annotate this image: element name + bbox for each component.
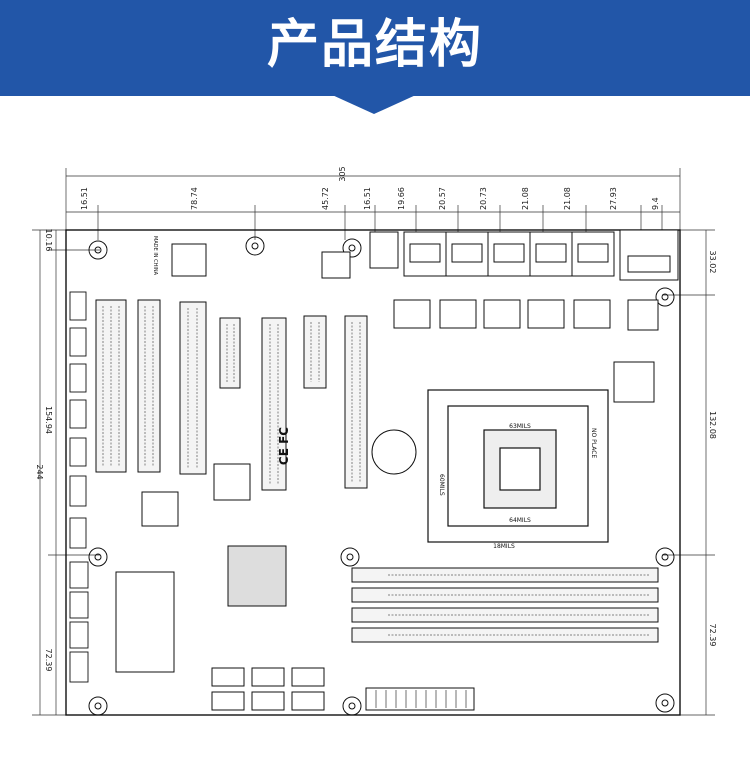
dim-top-seg-2: 78.74 [190,187,199,210]
page-title: 产品结构 [266,15,483,75]
header-banner [0,0,750,96]
header-banner-notch [330,94,418,114]
dim-top-seg-8: 21.08 [521,187,530,210]
cmos-battery [371,429,417,475]
left-headers [69,291,89,683]
dim-left-seg-1: 10.16 [44,229,53,252]
board-outline [65,229,681,716]
vrm-components [393,299,659,331]
dim-top-seg-9: 21.08 [563,187,572,210]
rear-io-connectors [369,229,679,281]
label-no-place: NO PLACE [590,428,597,458]
pci-slots [95,299,368,491]
sata-connectors [211,667,325,711]
dimm-slots [351,567,659,643]
label-mils-a: 63MILS [509,423,531,430]
label-mils-c: 64MILS [509,517,531,524]
dim-right-seg-1: 33.02 [708,251,717,274]
dimm-pins [388,574,650,636]
dim-top-seg-7: 20.73 [479,187,488,210]
dimension-lines [32,168,715,716]
mounting-holes [88,236,675,716]
dim-top-seg-11: 9.4 [651,197,660,210]
motherboard-drawing: 305 16.51 78.74 45.72 16.51 19.66 20.57 … [32,166,717,716]
dim-top-seg-6: 20.57 [438,187,447,210]
dim-left-seg-3: 72.39 [44,649,53,672]
dim-top-seg-1: 16.51 [80,187,89,210]
dim-right-seg-2: 132.08 [708,411,717,439]
dim-top-seg-10: 27.93 [609,187,618,210]
dim-top-seg-4: 16.51 [363,187,372,210]
power-pins [375,690,467,708]
cpu-socket [427,389,609,543]
label-mils-d: 60MILS [438,474,445,496]
dim-top-seg-5: 19.66 [397,187,406,210]
label-made-in-china: MADE IN CHINA [152,236,158,276]
slot-pins [102,306,361,484]
dim-top-seg-3: 45.72 [321,187,330,210]
dim-left-seg-2: 154.94 [44,406,53,434]
label-ce-fc: CE FC [277,427,291,465]
label-mils-b: 18MILS [493,543,515,550]
dim-top-total: 305 [338,166,347,181]
chips [115,243,655,673]
atx-power-connector [365,687,475,711]
dim-right-seg-3: 72.39 [708,624,717,647]
dim-left-total: 244 [35,464,44,479]
